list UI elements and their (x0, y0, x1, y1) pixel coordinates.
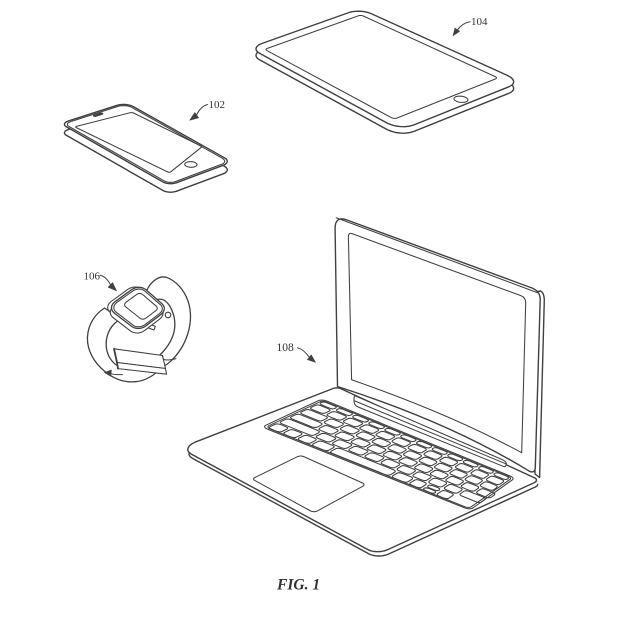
svg-text:102: 102 (209, 99, 226, 111)
svg-text:108: 108 (277, 342, 295, 354)
svg-text:106: 106 (84, 271, 101, 283)
svg-text:104: 104 (471, 16, 488, 28)
svg-text:FIG. 1: FIG. 1 (276, 577, 320, 594)
